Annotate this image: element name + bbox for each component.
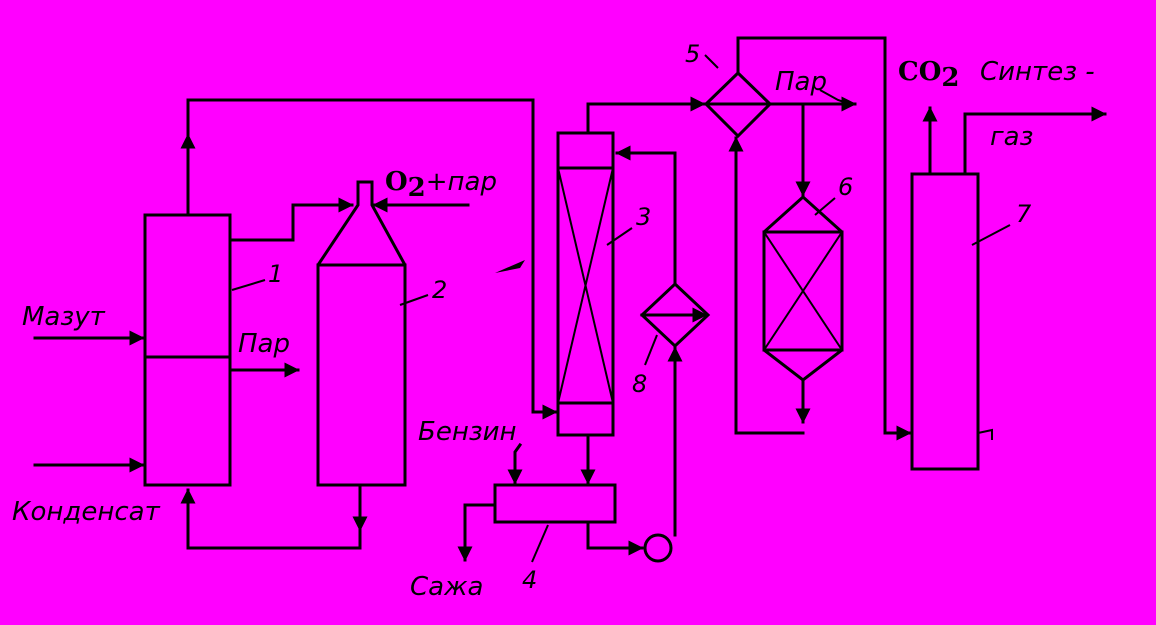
leader-lines bbox=[231, 54, 1011, 563]
vessel-1 bbox=[143, 213, 232, 487]
heat-exchanger-5 bbox=[703, 70, 773, 139]
label-par-2: Пар bbox=[775, 67, 827, 97]
number-1: 1 bbox=[268, 260, 283, 288]
label-par-1: Пар bbox=[238, 329, 290, 359]
label-syngas-line2: газ bbox=[990, 122, 1033, 152]
number-8: 8 bbox=[632, 370, 647, 398]
label-sazha: Сажа bbox=[410, 572, 483, 602]
number-2: 2 bbox=[432, 276, 447, 304]
separator-4 bbox=[493, 483, 617, 524]
heat-exchanger-8 bbox=[639, 281, 711, 349]
label-benzin: Бензин bbox=[418, 417, 517, 447]
column-3 bbox=[556, 131, 615, 437]
flow-lines bbox=[33, 36, 1107, 562]
reactor-6 bbox=[762, 194, 844, 382]
number-3: 3 bbox=[636, 203, 651, 231]
absorber-7 bbox=[910, 172, 980, 471]
label-mazut: Мазут bbox=[22, 302, 106, 332]
number-6: 6 bbox=[838, 173, 853, 201]
pump bbox=[643, 533, 673, 563]
label-o2-steam: O2+пар bbox=[385, 167, 497, 203]
number-7: 7 bbox=[1016, 200, 1032, 228]
number-4: 4 bbox=[522, 566, 537, 594]
label-kondensat: Конденсат bbox=[12, 497, 161, 527]
label-co2: CO2 bbox=[898, 57, 959, 93]
reactor-2 bbox=[316, 180, 407, 487]
label-syngas-line1: Синтез - bbox=[980, 57, 1095, 87]
number-5: 5 bbox=[685, 40, 700, 68]
